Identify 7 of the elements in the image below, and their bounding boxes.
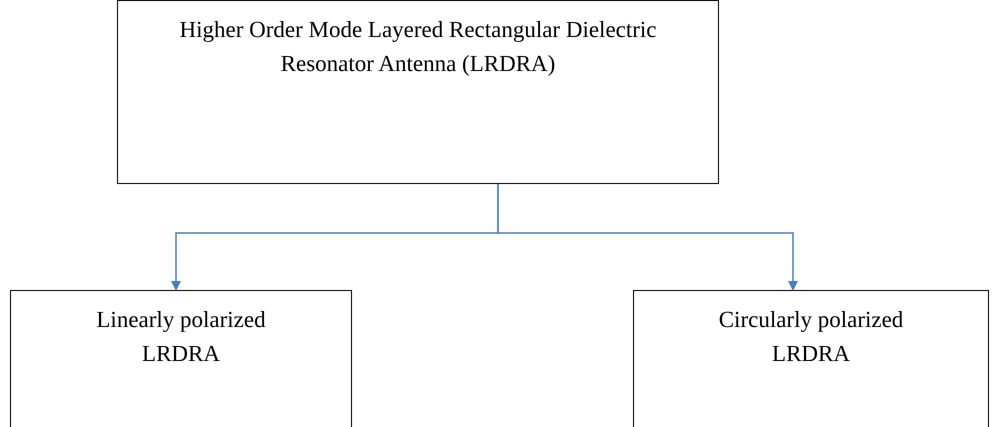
process-box: [633, 290, 989, 427]
box-label: Higher Order Mode Layered Rectangular Dielectric Resonator Antenna (LRDRA): [178, 16, 658, 78]
box-label: Linearly polarized LRDRA: [95, 306, 267, 368]
process-box: [117, 0, 719, 184]
box-label: Circularly polarized LRDRA: [718, 306, 904, 368]
arrow: [497, 184, 798, 291]
process-box: [10, 290, 352, 427]
